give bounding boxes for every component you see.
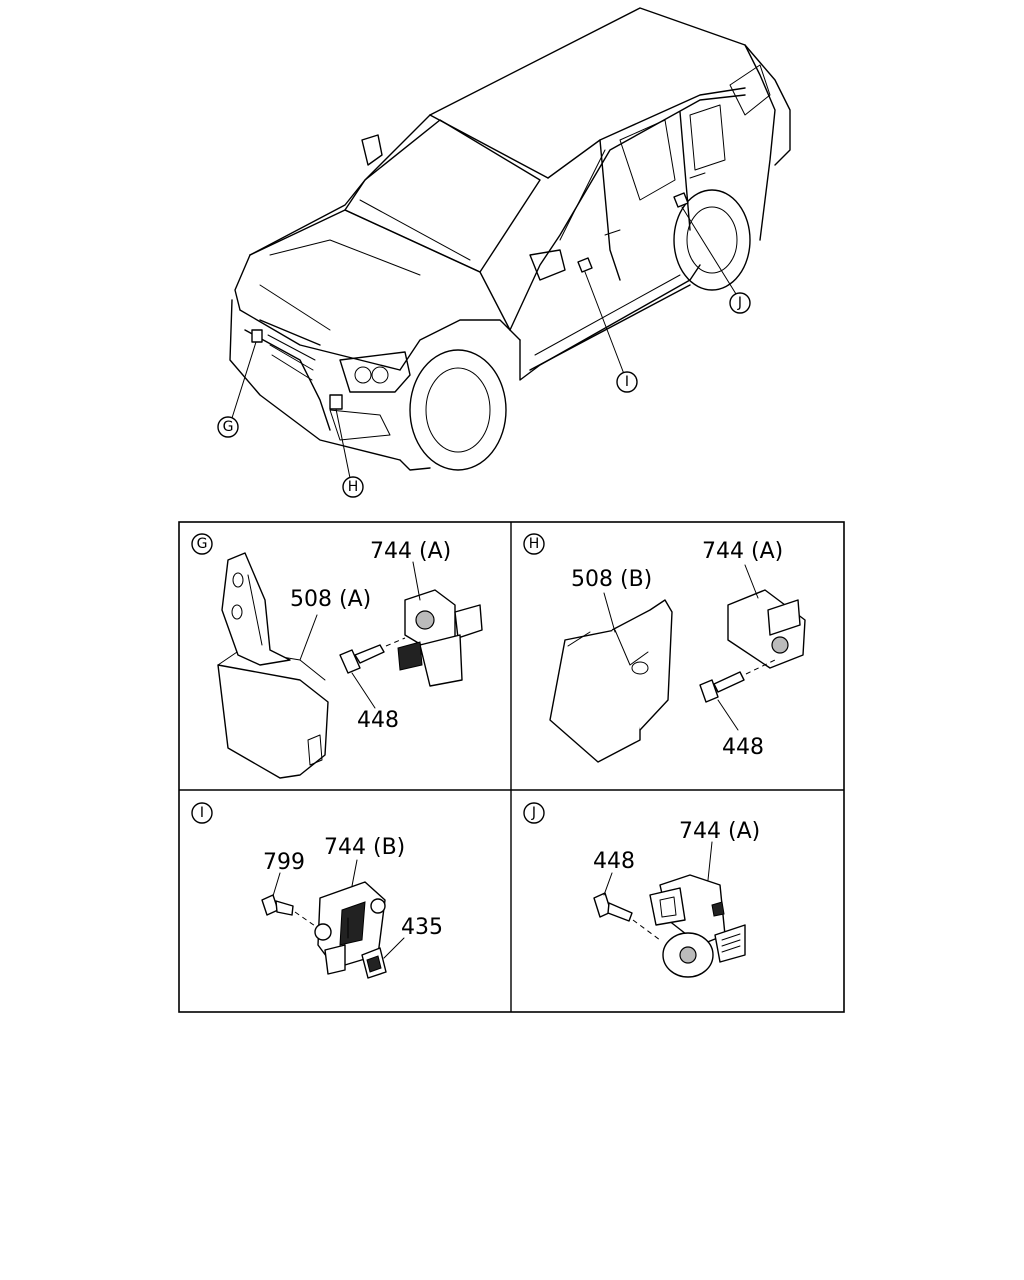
panel-j-tag-circle: [523, 802, 545, 824]
panel-i-label-435: 435: [401, 915, 443, 940]
panel-g-tag-circle: [191, 533, 213, 555]
panel-j: J 448 744 (A): [523, 802, 760, 978]
bolt-448-h: [699, 659, 776, 703]
bolt-799: [261, 894, 319, 929]
panel-h-tag-circle: [523, 533, 545, 555]
sensor-744a-j: [649, 874, 746, 978]
panel-i-label-744b: 744 (B): [324, 835, 405, 860]
callout-j: J: [729, 292, 751, 314]
callout-g: G: [217, 416, 239, 438]
svg-text:J: J: [737, 295, 742, 311]
connector-435: [361, 947, 387, 979]
sensor-744a-h: [727, 589, 806, 669]
sensor-744a-g: [397, 589, 483, 687]
panel-i: I 799 744 (B) 435: [191, 802, 443, 979]
panel-h-label-448: 448: [722, 735, 764, 760]
callout-h: H: [342, 476, 364, 498]
svg-text:H: H: [348, 479, 359, 495]
panel-g-label-744a: 744 (A): [370, 539, 451, 564]
bracket-508b: [549, 599, 673, 763]
panel-j-label-448: 448: [593, 849, 635, 874]
callout-i: I: [616, 371, 638, 393]
svg-text:G: G: [223, 419, 234, 435]
panel-g-label-448: 448: [357, 708, 399, 733]
sensor-744b: [314, 881, 386, 975]
panel-h-label-508b: 508 (B): [571, 567, 652, 592]
bolt-448-g: [339, 637, 406, 674]
panel-g-tag: G: [197, 536, 208, 552]
panel-j-tag: J: [531, 805, 536, 821]
vehicle-illustration: [229, 7, 791, 479]
bracket-508a: [217, 552, 329, 779]
panel-i-label-799: 799: [263, 850, 305, 875]
panel-h: H 508 (B) 744 (A) 448: [523, 533, 806, 763]
bolt-448-j: [593, 892, 661, 941]
panel-h-tag: H: [529, 536, 540, 552]
detail-grid: [178, 521, 845, 1013]
panel-i-tag: I: [200, 805, 204, 821]
panel-i-tag-circle: [191, 802, 213, 824]
panel-g: G 508 (A) 744 (A): [191, 533, 483, 779]
svg-text:I: I: [625, 374, 629, 390]
panel-h-label-744a: 744 (A): [702, 539, 783, 564]
panel-j-label-744a: 744 (A): [679, 819, 760, 844]
panel-g-label-508a: 508 (A): [290, 587, 371, 612]
